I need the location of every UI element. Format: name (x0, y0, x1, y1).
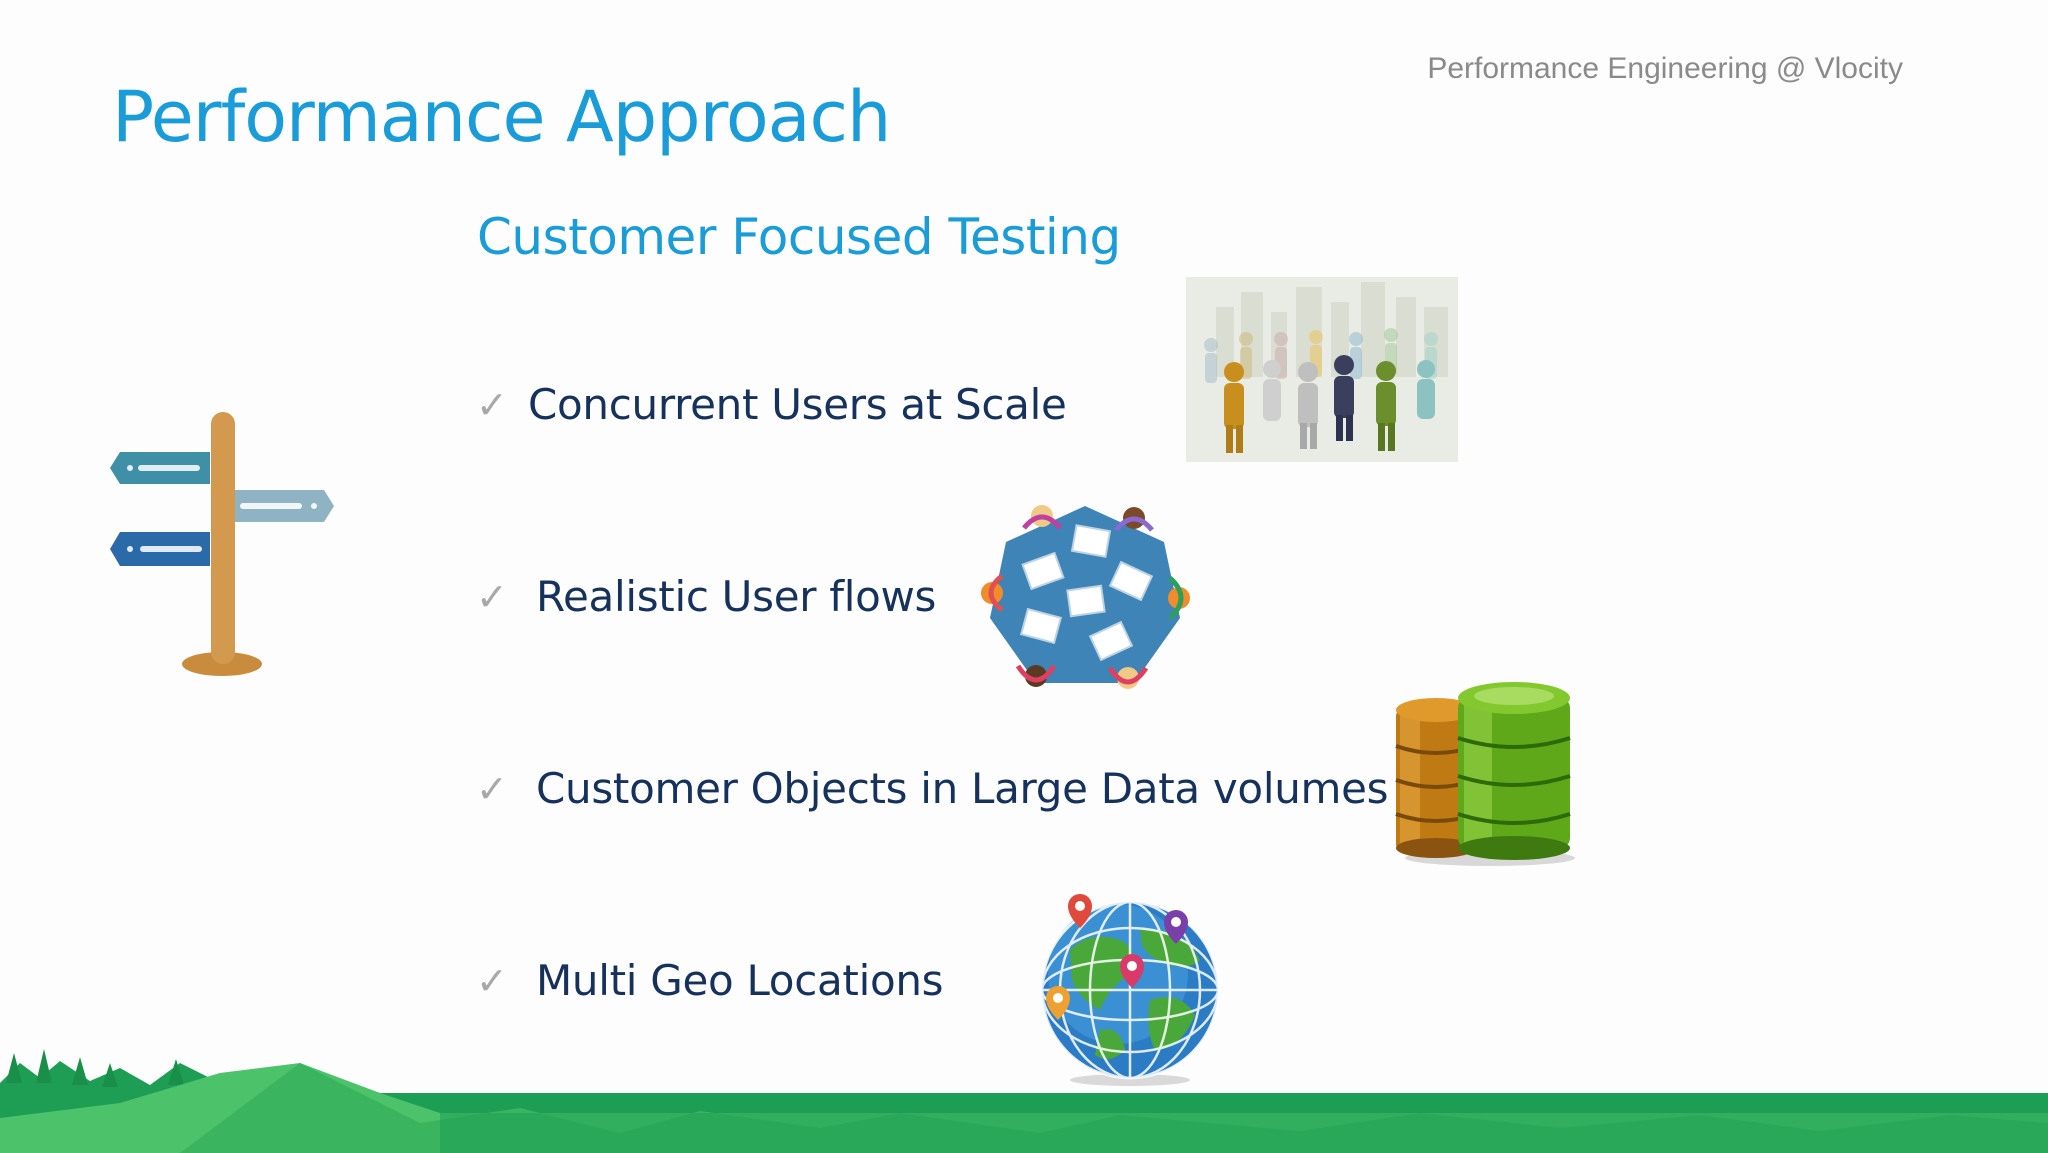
bullet-text: Customer Objects in Large Data volumes (536, 764, 1389, 813)
crowd-icon (1186, 277, 1458, 462)
team-meeting-icon (981, 505, 1190, 689)
watermark: Performance Engineering @ Vlocity (1427, 52, 1903, 85)
green-hills-footer (0, 1049, 2048, 1153)
signpost-icon (110, 412, 334, 676)
bullet-text: Realistic User flows (536, 572, 937, 621)
slide-title: Performance Approach (112, 76, 891, 158)
bullet-text: Multi Geo Locations (536, 956, 944, 1005)
check-icon: ✓ (476, 382, 508, 427)
bullet-item: ✓ Multi Geo Locations (476, 956, 944, 1005)
bullet-text: Concurrent Users at Scale (528, 380, 1067, 429)
database-icon (1395, 682, 1575, 866)
bullet-item: ✓ Concurrent Users at Scale (476, 380, 1067, 429)
bullet-item: ✓ Customer Objects in Large Data volumes (476, 764, 1389, 813)
globe-pins-icon (1040, 894, 1220, 1086)
check-icon: ✓ (476, 574, 508, 619)
check-icon: ✓ (476, 766, 508, 811)
check-icon: ✓ (476, 958, 508, 1003)
slide-subtitle: Customer Focused Testing (477, 208, 1121, 266)
bullet-item: ✓ Realistic User flows (476, 572, 936, 621)
